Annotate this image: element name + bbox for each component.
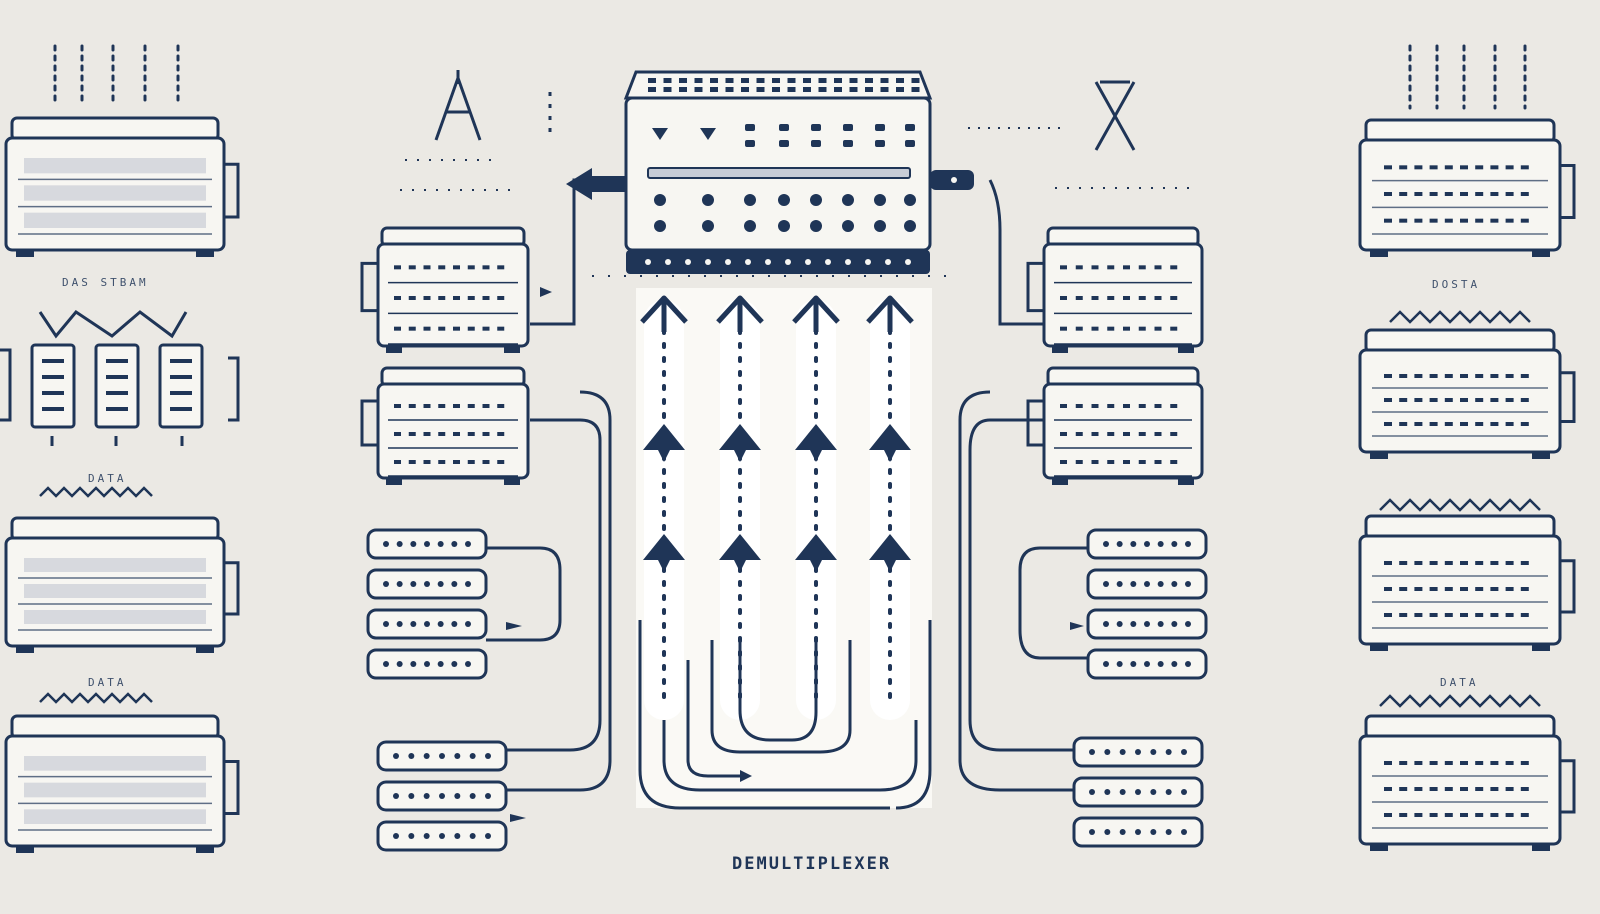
right-rack-upper (1358, 328, 1576, 459)
demultiplexer-label: DEMULTIPLEXER (732, 854, 892, 874)
left-pill-unit (376, 780, 508, 812)
right-zigzag-top (1389, 310, 1531, 324)
right-pill-unit (1072, 776, 1204, 808)
left-pill-unit (366, 608, 488, 640)
left-mid-label: DATA (88, 472, 127, 485)
right-rack-inner-top (1026, 226, 1204, 353)
left-rack-inner-top (360, 226, 530, 353)
left-zigzag-low (39, 692, 153, 704)
right-zigzag-mid (1379, 498, 1541, 512)
left-pill-unit (366, 648, 488, 680)
right-rack-top (1358, 118, 1576, 257)
left-pill-unit (376, 820, 508, 852)
right-pill-unit (1086, 648, 1208, 680)
right-pill-unit (1086, 608, 1208, 640)
arrow-lane (866, 295, 914, 702)
right-pill-unit (1086, 568, 1208, 600)
left-rack-mid (4, 516, 240, 653)
left-modules (0, 310, 240, 446)
left-zigzag-mid (39, 486, 153, 498)
left-pill-unit (366, 528, 488, 560)
return-paths (638, 620, 932, 810)
antenna-tower-right (968, 80, 1190, 189)
demultiplexer-device (566, 70, 974, 277)
left-pill-unit (366, 568, 488, 600)
left-pill-unit (376, 740, 508, 772)
right-top-label: DOSTA (1432, 278, 1481, 291)
left-low-label: DATA (88, 676, 127, 689)
left-rack-low (4, 714, 240, 853)
arrow-lane (792, 295, 840, 702)
left-rack-inner-bottom (360, 366, 530, 485)
left-top-label: DAS STBAM (62, 276, 149, 289)
right-rack-mid (1358, 514, 1576, 651)
right-rack-low (1358, 714, 1576, 851)
arrow-lane (640, 295, 688, 702)
left-rack-top (4, 116, 240, 257)
connecting-cables (486, 178, 1088, 822)
right-rack-inner-bottom (1026, 366, 1204, 485)
right-pill-unit (1086, 528, 1208, 560)
right-pill-unit (1072, 816, 1204, 848)
right-low-label: DATA (1440, 676, 1479, 689)
right-zigzag-low (1379, 694, 1541, 708)
antenna-tower-left (400, 70, 552, 191)
right-pill-unit (1072, 736, 1204, 768)
arrow-lane (716, 295, 764, 702)
